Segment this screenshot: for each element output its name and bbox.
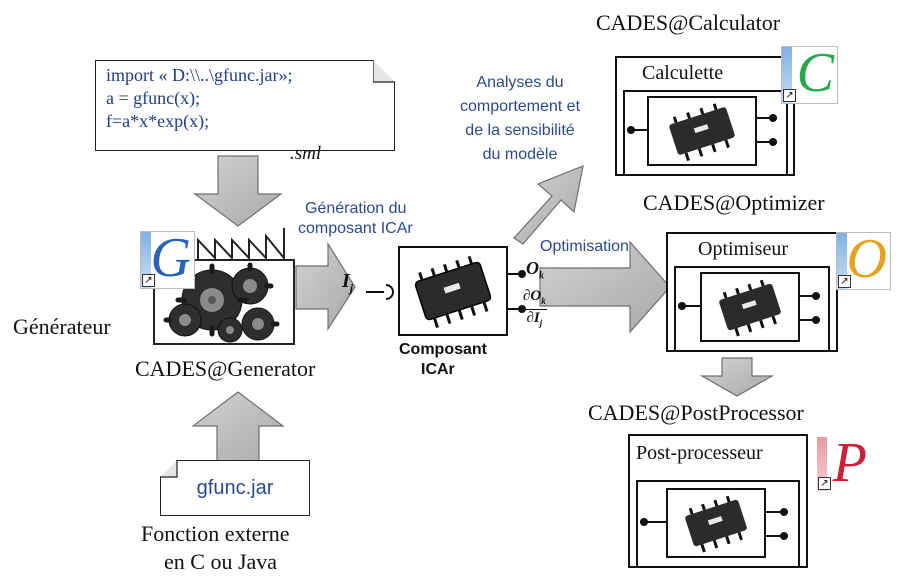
- output2-num-text: ∂O: [523, 288, 542, 304]
- generator-icon-letter: G: [150, 231, 191, 289]
- chip-icon: [414, 255, 492, 329]
- icar-output-1: Ok: [526, 258, 544, 282]
- icon-stripe: [817, 437, 827, 491]
- calculator-chip: [647, 96, 757, 166]
- output2-den-text: ∂I: [526, 310, 540, 326]
- icar-caption-2: ICAr: [421, 361, 455, 378]
- external-file-fold: [160, 460, 178, 478]
- output2-num-sub: k: [541, 296, 546, 306]
- optimizer-inner-frame: [674, 266, 830, 352]
- generation-label-2: composant ICAr: [298, 220, 413, 237]
- calculator-icon-letter: C: [796, 46, 834, 104]
- postprocessor-chip: [666, 488, 766, 558]
- script-filetype: .sml: [290, 143, 322, 164]
- postprocessor-module[interactable]: Post-processeur: [628, 434, 808, 568]
- icon-stripe: [837, 233, 847, 289]
- script-line-3: f=a*x*exp(x);: [106, 111, 210, 131]
- icar-caption-1: Composant: [399, 341, 487, 358]
- shortcut-arrow-icon: ↗: [783, 89, 796, 102]
- output1-sub: k: [539, 270, 544, 282]
- analysis-label-4: du modèle: [482, 146, 558, 163]
- arrow-component-to-analysis: [513, 165, 584, 245]
- shortcut-arrow-icon: ↗: [818, 477, 831, 490]
- arrow-jar-to-generator: [191, 391, 285, 467]
- calculator-box-label: Calculette: [642, 62, 724, 84]
- postprocessor-icon-letter: P: [832, 436, 867, 492]
- script-note: import « D:\\..\gfunc.jar»; a = gfunc(x)…: [95, 60, 395, 151]
- icar-component: Ij Ok: [342, 240, 552, 340]
- output2-denominator: ∂Ij: [522, 310, 547, 331]
- arrow-generator-to-component: [295, 241, 356, 332]
- output2-numerator: ∂Ok: [522, 288, 547, 310]
- generator-block: G ↗: [140, 228, 295, 346]
- analysis-label-3: de la sensibilité: [465, 122, 575, 139]
- optimizer-title: CADES@Optimizer: [643, 190, 825, 215]
- postprocessor-title: CADES@PostProcessor: [588, 400, 804, 425]
- chip-icon: [719, 279, 781, 337]
- generator-title: CADES@Generator: [135, 356, 316, 381]
- note-fold: [373, 60, 395, 83]
- icar-output-2: ∂Ok ∂Ij: [522, 288, 547, 331]
- chip-icon: [669, 103, 735, 162]
- icon-stripe: [141, 232, 151, 288]
- analysis-label: Analyses du comportement et de la sensib…: [440, 71, 600, 167]
- postprocessor-box-label: Post-processeur: [636, 442, 763, 464]
- icar-input-symbol: Ij: [342, 270, 353, 296]
- optimizer-box-label: Optimiseur: [698, 238, 788, 260]
- script-line-1: import « D:\\..\gfunc.jar»;: [106, 65, 293, 85]
- optimizer-connectors: [678, 292, 820, 324]
- calculator-inner-frame: [623, 90, 788, 176]
- analysis-label-1: Analyses du: [476, 74, 564, 91]
- chip-icon: [685, 495, 747, 553]
- generator-app-icon[interactable]: G ↗: [140, 231, 195, 289]
- icar-input-connector: [366, 284, 394, 300]
- external-file-caption-2: en C ou Java: [164, 549, 278, 574]
- optimizer-module[interactable]: Optimiseur: [666, 232, 838, 352]
- icon-stripe: [782, 47, 792, 103]
- analysis-label-2: comportement et: [459, 98, 581, 115]
- shortcut-arrow-icon: ↗: [838, 275, 851, 288]
- input-sub: j: [349, 281, 354, 295]
- external-file-note: gfunc.jar: [160, 460, 310, 516]
- icar-chip-box: [398, 246, 508, 336]
- generation-label-1: Génération du: [305, 200, 407, 217]
- arrow-optimizer-to-postprocessor: [699, 357, 775, 397]
- arrow-component-to-optimizer: [539, 240, 671, 334]
- calculator-app-icon[interactable]: C ↗: [781, 46, 838, 104]
- calculator-connectors: [627, 114, 777, 146]
- generator-side-label: Générateur: [13, 314, 111, 339]
- arrow-note-to-generator: [193, 155, 283, 227]
- optimisation-label: Optimisation: [540, 238, 629, 255]
- calculator-title: CADES@Calculator: [596, 10, 781, 35]
- script-line-2: a = gfunc(x);: [106, 88, 201, 108]
- postprocessor-connectors: [640, 508, 788, 540]
- optimizer-chip: [700, 272, 800, 342]
- shortcut-arrow-icon: ↗: [142, 274, 155, 287]
- optimizer-app-icon[interactable]: O ↗: [836, 232, 891, 290]
- optimizer-icon-letter: O: [846, 232, 887, 290]
- output2-den-sub: j: [539, 318, 543, 328]
- input-I: I: [342, 270, 350, 292]
- external-file-caption-1: Fonction externe: [141, 521, 290, 546]
- postprocessor-inner-frame: [636, 480, 800, 568]
- external-file-name: gfunc.jar: [196, 476, 274, 499]
- postprocessor-app-icon[interactable]: P ↗: [816, 436, 871, 492]
- calculator-module[interactable]: Calculette: [615, 56, 795, 176]
- output1-O: O: [526, 258, 539, 278]
